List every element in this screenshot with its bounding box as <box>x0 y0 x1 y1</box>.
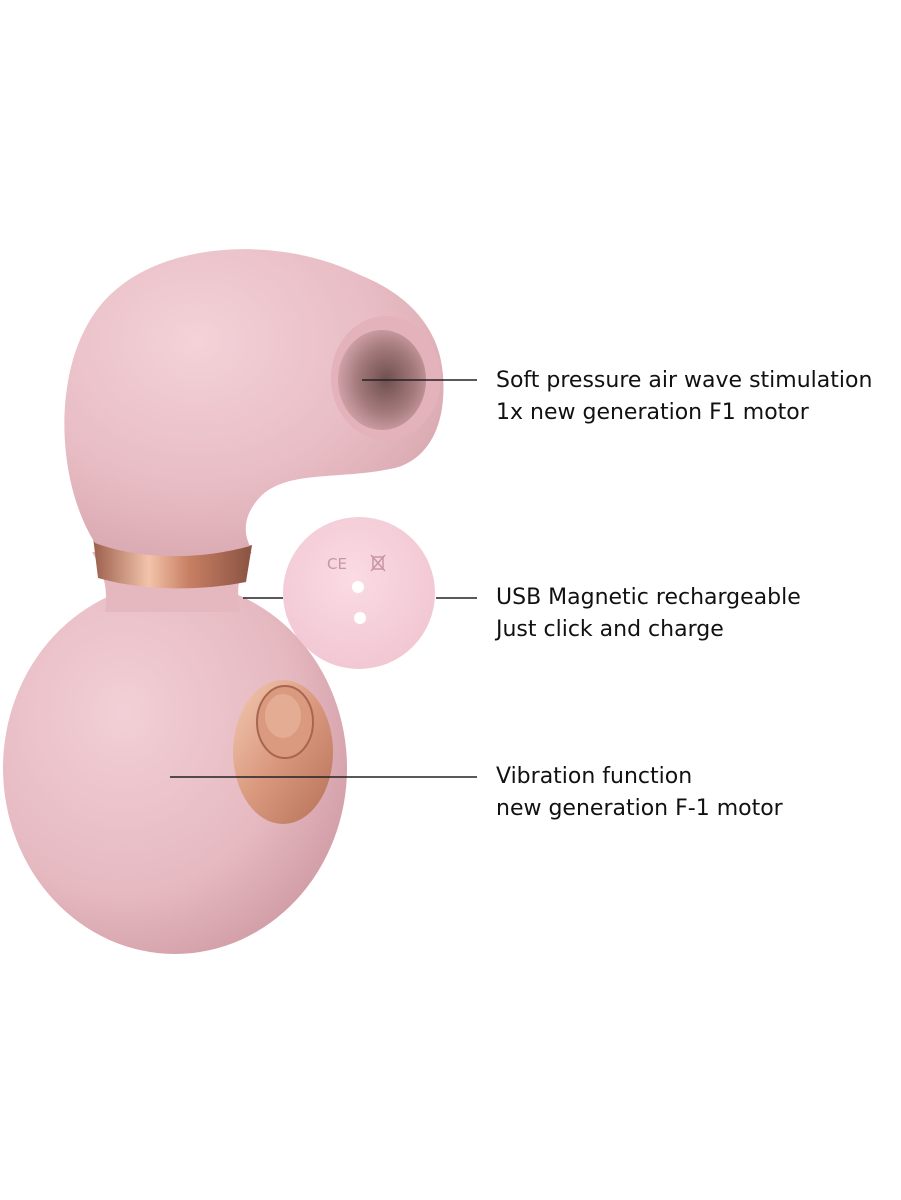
ce-marking: CE <box>327 555 347 573</box>
recycle-bin-mark-icon <box>370 554 386 572</box>
feature-suction: Soft pressure air wave stimulation 1x ne… <box>496 365 872 429</box>
charging-port-disc <box>283 517 435 669</box>
feature-charging: USB Magnetic rechargeable Just click and… <box>496 582 801 646</box>
feature-title: USB Magnetic rechargeable <box>496 585 801 610</box>
feature-title: Vibration function <box>496 764 693 789</box>
charging-pin-bottom <box>354 612 366 624</box>
device-head <box>64 249 444 557</box>
feature-title: Soft pressure air wave stimulation <box>496 368 873 393</box>
feature-subtitle: new generation F-1 motor <box>496 796 783 821</box>
power-button-highlight <box>265 694 301 738</box>
device-body <box>3 582 347 954</box>
charging-pin-top <box>352 581 364 593</box>
feature-subtitle: Just click and charge <box>496 617 724 642</box>
feature-vibration: Vibration function new generation F-1 mo… <box>496 761 783 825</box>
feature-subtitle: 1x new generation F1 motor <box>496 400 809 425</box>
